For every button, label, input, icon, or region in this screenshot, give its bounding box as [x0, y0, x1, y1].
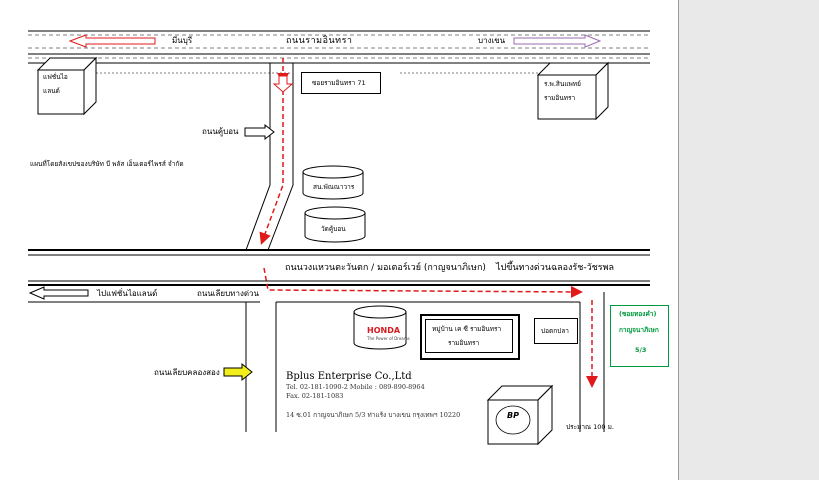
company-fax: Fax. 02-181-1083 [286, 392, 344, 400]
village-inner-box: หมู่บ้าน เค ซี รามอินทรา รามอินทรา [425, 319, 513, 353]
label-soi-entrance-1: (ซอยทองคำ) [619, 310, 657, 318]
label-soi-entrance-2: กาญจนาภิเษก [619, 326, 659, 334]
label-to-fashion-island: ไปแฟชั่นไอแลนด์ [97, 289, 158, 298]
ring-road [28, 249, 650, 286]
label-fashion-island-1: แฟชั่นไอ [43, 73, 68, 81]
label-canal-road: ถนนเลียบคลองสอง [154, 368, 220, 377]
svg-text:BP: BP [507, 411, 519, 420]
ramintra-road [28, 30, 650, 74]
label-minburi: มีนบุรี [172, 36, 193, 45]
arrow-fashion-island [28, 286, 89, 300]
fashion-island-box [36, 56, 98, 116]
arrow-minburi [68, 34, 156, 48]
wat-kubon-cylinder [304, 206, 366, 243]
road-map-drawing: BP [28, 30, 650, 446]
pond-box: บ่อตกปลา [534, 318, 578, 344]
label-synphaet-2: รามอินทรา [544, 94, 576, 102]
kubon-road [245, 63, 294, 251]
label-pond: บ่อตกปลา [541, 327, 569, 335]
label-kubon-road: ถนนคู้บอน [202, 127, 239, 136]
bp-logo-icon: BP [495, 405, 531, 435]
arrow-bangkhen [513, 34, 602, 48]
company-tel: Tel. 02-181-1090-2 Mobile : 089-890-8964 [286, 383, 425, 391]
police-station-cylinder [302, 165, 364, 200]
label-ramintra: ถนนรามอินทรา [286, 36, 353, 46]
label-fashion-island-2: แลนด์ [43, 87, 60, 95]
label-side-road: ถนนเลียบทางด่วน [197, 289, 260, 298]
label-synphaet-1: ร.พ.สินแพทย์ [544, 80, 581, 88]
honda-cylinder [353, 305, 407, 350]
label-bangkhen: บางเขน [478, 36, 506, 45]
route-start-arrow [272, 75, 294, 93]
village-box: หมู่บ้าน เค ซี รามอินทรา รามอินทรา [420, 314, 520, 360]
label-distance: ประมาณ 100 ม. [566, 423, 614, 431]
location-note: แผนที่โดยสังเขปของบริษัท บี พลัส เอ็นเตอ… [30, 160, 184, 168]
arrow-kubon [244, 123, 275, 141]
company-name: Bplus Enterprise Co.,Ltd [286, 371, 412, 382]
synphaet-box [536, 61, 610, 121]
honda-tagline: The Power of Dreams [367, 336, 410, 341]
label-wat-kubon: วัดคู้บอน [321, 225, 346, 233]
soi-entrance-box: (ซอยทองคำ) กาญจนาภิเษก 5/3 [610, 305, 669, 367]
map-sheet: BP มีนบุรี ถนนรามอินทรา บางเขน แฟชั่นไอ … [0, 0, 679, 480]
label-police-station: สน.พัณณาวาร [313, 183, 355, 191]
arrow-canal-road [223, 362, 253, 382]
company-address: 14 ซ.01 กาญจนาภิเษก 5/3 ท่าแร้ง บางเขน ก… [286, 411, 461, 419]
label-village-1: หมู่บ้าน เค ซี รามอินทรา [432, 325, 502, 333]
label-ring-road: ถนนวงแหวนตะวันตก / มอเตอร์เวย์ (กาญจนาภิ… [285, 263, 486, 273]
label-village-2: รามอินทรา [448, 339, 480, 347]
side-roads [28, 292, 605, 432]
honda-logo: HONDA [367, 326, 401, 335]
label-expressway: ไปขึ้นทางด่วนฉลองรัช-วัชรพล [496, 263, 615, 273]
soi-ramintra-71-box: ซอยรามอินทรา 71 [301, 72, 381, 94]
label-soi-ramintra-71: ซอยรามอินทรา 71 [312, 79, 366, 87]
label-soi-entrance-3: 5/3 [635, 346, 647, 354]
